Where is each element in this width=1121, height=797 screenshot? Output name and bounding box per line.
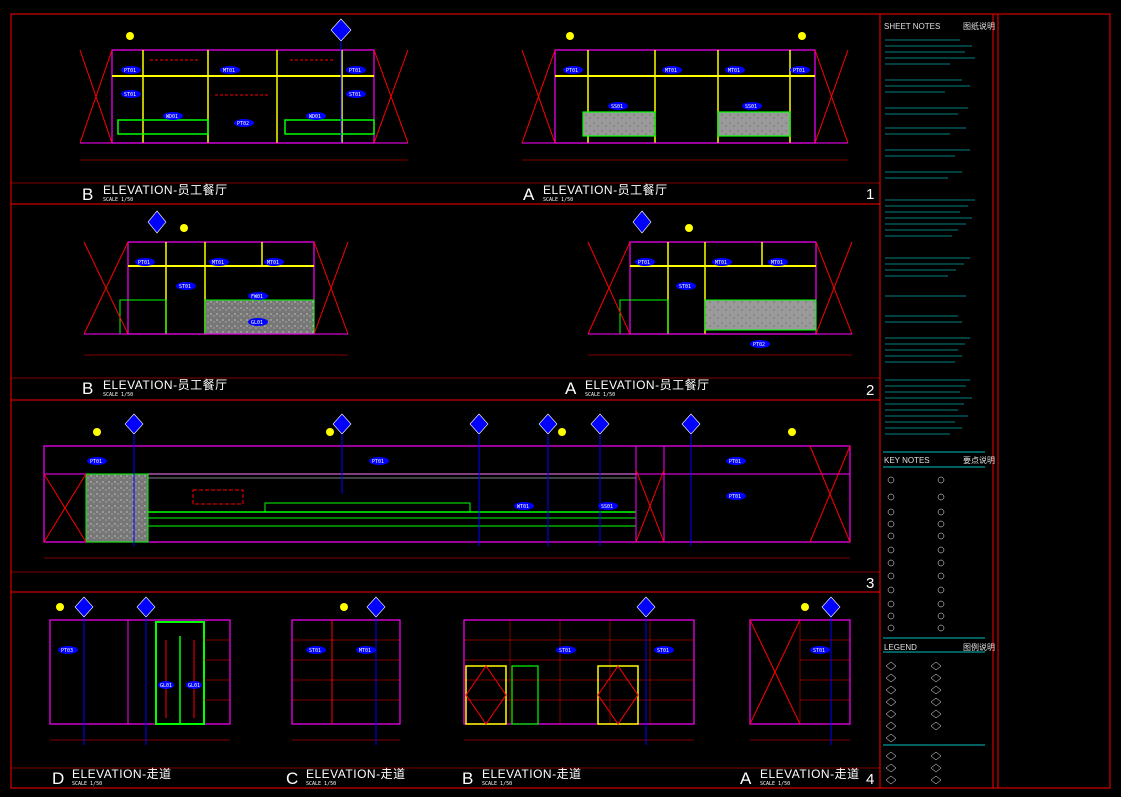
title-2a-text: ELEVATION-员工餐厅	[585, 377, 710, 392]
tag-label: PT01	[372, 459, 384, 465]
title-4d-scale: SCALE 1/50	[72, 781, 102, 787]
tag-label: ST01	[309, 648, 321, 654]
tag-label: SS01	[611, 104, 623, 110]
elevation-4b	[463, 619, 695, 741]
title-4b-letter: B	[462, 769, 473, 788]
tag-label: MT01	[665, 68, 677, 74]
side-panel-lines	[885, 39, 975, 435]
title-4d-letter: D	[52, 769, 64, 788]
tag-label: MT01	[359, 648, 371, 654]
key-note-rows	[887, 476, 945, 632]
tag-label: WT01	[517, 504, 529, 510]
title-4b-text: ELEVATION-走道	[482, 767, 582, 781]
legend-cn: 图例说明	[963, 642, 995, 652]
elevation-markers	[56, 18, 841, 618]
sheet-notes-title: SHEET NOTES	[884, 22, 940, 31]
tag-label: WD01	[309, 114, 321, 120]
tag-label: PT01	[729, 459, 741, 465]
tag-label: PT01	[566, 68, 578, 74]
title-2a-scale: SCALE 1/50	[585, 392, 615, 398]
title-2b-text: ELEVATION-员工餐厅	[103, 377, 228, 392]
tag-label: ST01	[179, 284, 191, 290]
elevation-4d	[49, 619, 231, 741]
sheet-border	[10, 13, 1111, 789]
elevation-4a	[749, 619, 851, 741]
tag-label: FW01	[251, 294, 263, 300]
row-number-4: 4	[866, 771, 874, 788]
title-4a-text: ELEVATION-走道	[760, 767, 860, 781]
tag-label: GL01	[251, 320, 263, 326]
title-2a-letter: A	[565, 379, 577, 398]
title-2b-scale: SCALE 1/50	[103, 392, 133, 398]
title-1b-scale: SCALE 1/50	[103, 197, 133, 203]
tag-label: GL01	[160, 683, 172, 689]
tag-label: PT03	[61, 648, 73, 654]
tag-label: PT02	[237, 121, 249, 127]
tag-label: ST01	[679, 284, 691, 290]
key-notes-title: KEY NOTES	[884, 456, 930, 465]
tag-label: GL01	[188, 683, 200, 689]
tag-label: PT01	[729, 494, 741, 500]
tag-label: ST01	[657, 648, 669, 654]
legend-rows	[885, 661, 942, 785]
tag-label: SS01	[745, 104, 757, 110]
tag-label: PT01	[793, 68, 805, 74]
elevation-2a	[587, 241, 853, 356]
key-notes-cn: 要点说明	[963, 455, 995, 465]
title-4c-text: ELEVATION-走道	[306, 767, 406, 781]
elevation-2b	[83, 241, 349, 356]
tag-label: PT01	[138, 260, 150, 266]
title-4d-text: ELEVATION-走道	[72, 767, 172, 781]
tag-label: MT01	[267, 260, 279, 266]
elevation-1a	[521, 49, 849, 161]
tag-label: MT01	[728, 68, 740, 74]
tag-label: MT01	[715, 260, 727, 266]
tag-label: ST01	[349, 92, 361, 98]
title-1b-letter: B	[82, 185, 93, 204]
elevation-1b	[79, 49, 409, 161]
tag-label: MT01	[212, 260, 224, 266]
tag-label: ST01	[559, 648, 571, 654]
title-1b-text: ELEVATION-员工餐厅	[103, 182, 228, 197]
tag-label: PT01	[638, 260, 650, 266]
tag-label: PT02	[753, 342, 765, 348]
row-number-3: 3	[866, 575, 874, 592]
legend-title: LEGEND	[884, 643, 917, 652]
title-1a-letter: A	[523, 185, 535, 204]
sheet-notes-cn: 图纸说明	[963, 21, 995, 31]
tag-label: PT01	[90, 459, 102, 465]
elevation-4c	[291, 619, 401, 741]
side-panel-separators	[883, 451, 985, 746]
tag-label: WD01	[166, 114, 178, 120]
row-number-1: 1	[866, 186, 874, 203]
title-4c-letter: C	[286, 769, 298, 788]
leader-lines	[83, 41, 832, 745]
title-2b-letter: B	[82, 379, 93, 398]
tag-label: PT01	[124, 68, 136, 74]
title-4a-letter: A	[740, 769, 752, 788]
title-4a-scale: SCALE 1/50	[760, 781, 790, 787]
tag-label: ST01	[813, 648, 825, 654]
tag-label: PT01	[349, 68, 361, 74]
title-4c-scale: SCALE 1/50	[306, 781, 336, 787]
tag-label: MT01	[771, 260, 783, 266]
tag-label: ST01	[124, 92, 136, 98]
title-1a-scale: SCALE 1/50	[543, 197, 573, 203]
title-1a-text: ELEVATION-员工餐厅	[543, 182, 668, 197]
material-tags	[58, 66, 830, 689]
tag-label: SS01	[601, 504, 613, 510]
tag-label: MT01	[223, 68, 235, 74]
elevation-3	[43, 445, 851, 559]
title-4b-scale: SCALE 1/50	[482, 781, 512, 787]
row-number-2: 2	[866, 382, 874, 399]
